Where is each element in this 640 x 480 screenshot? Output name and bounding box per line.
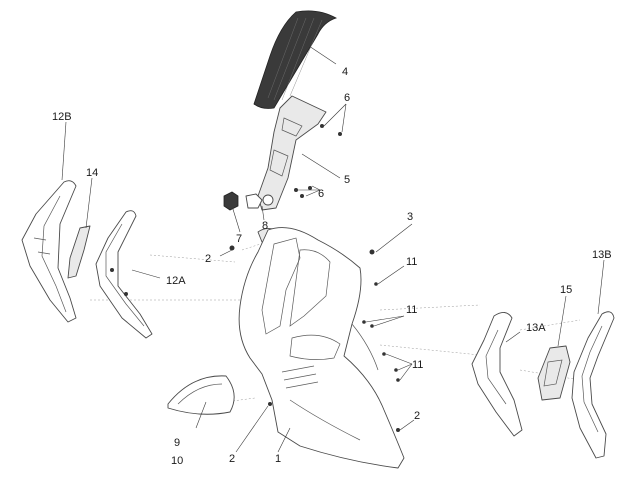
callout-8: 8 — [262, 220, 268, 232]
part-9-10-side-panel — [167, 375, 235, 415]
callout-7: 7 — [236, 233, 242, 245]
callout-13A: 13A — [526, 322, 546, 334]
leader-lines — [61, 43, 605, 453]
part-14-clip-strip — [67, 225, 91, 279]
part-1-front-shield — [238, 227, 405, 469]
callout-2-bottom: 2 — [229, 453, 235, 465]
part-13B-right-outer-trim — [571, 311, 615, 459]
part-13A-right-inner-trim — [471, 312, 523, 437]
callout-6-lower: 6 — [318, 188, 324, 200]
callout-11-mid: 11 — [406, 304, 417, 316]
callout-9: 9 — [174, 437, 180, 449]
part-5-frame-bracket — [257, 95, 327, 211]
callout-11-low: 11 — [412, 359, 423, 371]
callout-5: 5 — [344, 174, 350, 186]
part-4-upper-grille — [253, 10, 337, 109]
callout-4: 4 — [342, 66, 348, 78]
callout-13B: 13B — [592, 249, 612, 261]
callout-3: 3 — [407, 211, 413, 223]
callout-10: 10 — [171, 455, 183, 467]
part-12B-left-trim — [21, 180, 77, 323]
fasteners — [229, 124, 400, 432]
callout-11-top: 11 — [406, 256, 417, 268]
callout-2-left: 2 — [205, 253, 211, 265]
callout-labels: 4 6 5 6 7 8 3 2 11 11 11 12B 14 12A 13B … — [52, 66, 612, 467]
part-15-bracket — [537, 345, 571, 401]
callout-12B: 12B — [52, 111, 72, 123]
callout-15: 15 — [560, 284, 572, 296]
callout-6-upper: 6 — [344, 92, 350, 104]
callout-1: 1 — [275, 453, 281, 465]
callout-12A: 12A — [166, 275, 186, 287]
callout-2-right: 2 — [414, 410, 420, 422]
part-12A-left-trim — [95, 210, 153, 339]
callout-14: 14 — [86, 167, 98, 179]
